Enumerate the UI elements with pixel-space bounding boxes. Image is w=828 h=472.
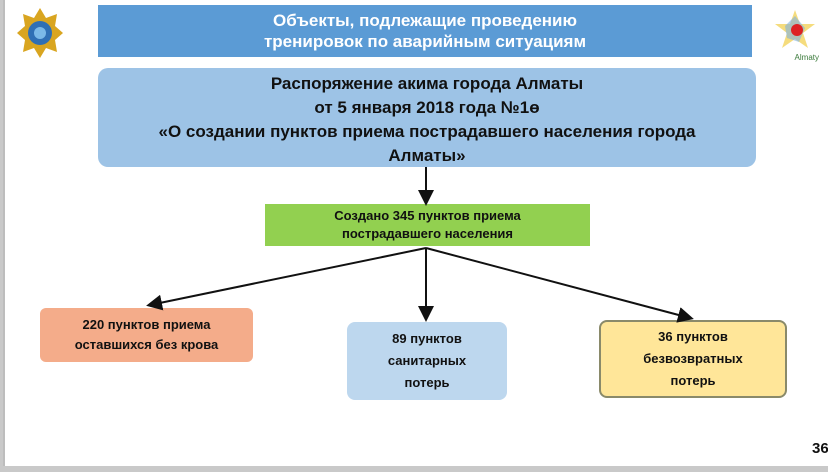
arrow-to-homeless (146, 247, 427, 311)
branch-line: санитарных (387, 353, 467, 368)
arrow-to-irreversible (425, 247, 694, 323)
page-number: 36 (812, 440, 828, 457)
slide: Almaty Объекты, подлежащие проведению тр… (3, 0, 828, 466)
order-line: «О создании пунктов приема пострадавшего… (158, 121, 696, 141)
slide-title-line: Объекты, подлежащие проведению (272, 11, 578, 30)
homeless-points-box: 220 пунктов приема оставшихся без крова (40, 308, 253, 362)
branch-line: 36 пунктов (658, 329, 728, 344)
branch-line: потерь (670, 373, 716, 388)
slide-title-line: тренировок по аварийным ситуациям (263, 32, 587, 51)
branch-line: безвозвратных (643, 351, 743, 366)
branch-line: оставшихся без крова (74, 337, 219, 352)
emergency-ministry-emblem-icon (17, 8, 63, 58)
slide-title: Объекты, подлежащие проведению тренирово… (98, 5, 752, 57)
branch-line: 220 пунктов приема (82, 317, 211, 332)
sanitary-loss-points-box: 89 пунктов санитарных потерь (347, 322, 507, 400)
almaty-logo: Almaty (771, 8, 819, 66)
almaty-logo-text: Almaty (794, 53, 819, 62)
almaty-star-icon (775, 10, 815, 48)
total-line: Создано 345 пунктов приема (334, 208, 521, 223)
order-box: Распоряжение акима города Алматы от 5 ян… (98, 68, 756, 167)
order-line: Алматы» (388, 145, 466, 165)
total-line: пострадавшего населения (341, 226, 513, 241)
order-line: Распоряжение акима города Алматы (270, 73, 584, 93)
total-points-box: Создано 345 пунктов приема пострадавшего… (265, 204, 590, 246)
branch-line: потерь (404, 375, 450, 390)
branch-line: 89 пунктов (392, 331, 462, 346)
order-line: от 5 января 2018 года №1ө (314, 97, 540, 117)
